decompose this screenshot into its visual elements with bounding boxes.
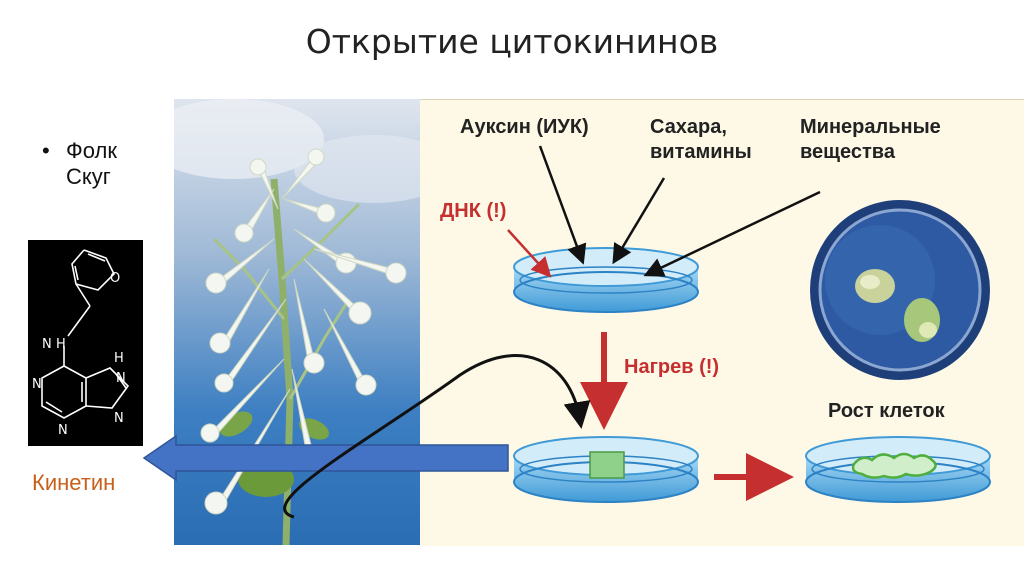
atom-n7: N — [114, 411, 124, 426]
bullet-line-2: Скуг — [66, 164, 111, 189]
atom-n9: N — [116, 371, 126, 386]
label-auxin: Ауксин (ИУК) — [460, 116, 589, 138]
bullet-list: • Фолк Скуг — [42, 138, 117, 190]
petri-dish-1 — [513, 247, 699, 313]
label-cell-growth: Рост клеток — [828, 400, 945, 422]
bullet-dot: • — [42, 138, 50, 163]
arrow-dna — [507, 229, 552, 278]
atom-n6: N — [42, 337, 52, 352]
atom-o: O — [110, 271, 120, 286]
label-minerals-2: вещества — [800, 141, 895, 163]
callus-tissue — [851, 452, 937, 479]
tobacco-plant-image — [174, 99, 420, 545]
kinetin-structure: O N H H N N N N — [28, 240, 143, 446]
atom-h9: H — [114, 351, 124, 366]
kinetin-label: Кинетин — [32, 470, 116, 495]
label-minerals-1: Минеральные — [800, 116, 941, 138]
petri-dish-3 — [805, 436, 991, 503]
arrow-auxin — [538, 145, 587, 265]
arrow-minerals — [643, 190, 821, 277]
diagram-graphics — [507, 145, 991, 503]
slide-title: Открытие цитокининов — [305, 22, 719, 61]
petri-dish-2 — [513, 436, 699, 503]
bullet-line-1: Фолк — [66, 138, 117, 163]
atom-n3: N — [58, 423, 68, 438]
callus-photo — [810, 200, 990, 380]
atom-h6: H — [56, 337, 66, 352]
experiment-panel: Ауксин (ИУК) Сахара, витамины Минеральны… — [420, 99, 1024, 546]
agar-block — [589, 451, 625, 479]
atom-n1: N — [32, 377, 42, 392]
label-heating: Нагрев (!) — [624, 356, 720, 378]
label-sugars-2: витамины — [650, 141, 752, 163]
label-sugars-1: Сахара, — [650, 116, 727, 138]
label-dna: ДНК (!) — [440, 200, 507, 222]
arrow-sugars — [612, 177, 666, 265]
